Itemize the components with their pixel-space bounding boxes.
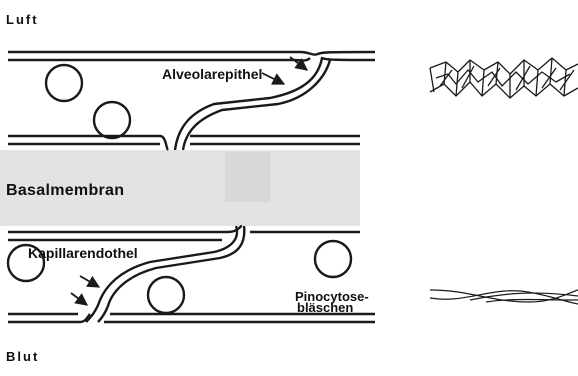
label-basalmembran: Basalmembran <box>6 183 124 199</box>
vesicle <box>148 277 184 313</box>
vesicle <box>46 65 82 101</box>
label-kapillarendothel: Kapillarendothel <box>28 246 138 260</box>
fiber-strand-lower <box>430 290 578 304</box>
label-blut: Blut <box>6 350 39 363</box>
label-alveolarepithel: Alveolarepithel <box>162 67 262 81</box>
fiber-strand-upper <box>430 58 578 98</box>
vesicle <box>315 241 351 277</box>
arrow-alveolar-1 <box>262 73 284 84</box>
arrow-capillary-2 <box>71 293 87 305</box>
label-luft: Luft <box>6 13 39 26</box>
arrow-alveolar-2 <box>290 57 307 70</box>
arrow-capillary-1 <box>80 276 99 287</box>
basal-membrane-speckle <box>225 152 270 202</box>
label-pinocytose: Pinocytose- bläschen <box>295 291 369 313</box>
vesicle <box>94 102 130 138</box>
